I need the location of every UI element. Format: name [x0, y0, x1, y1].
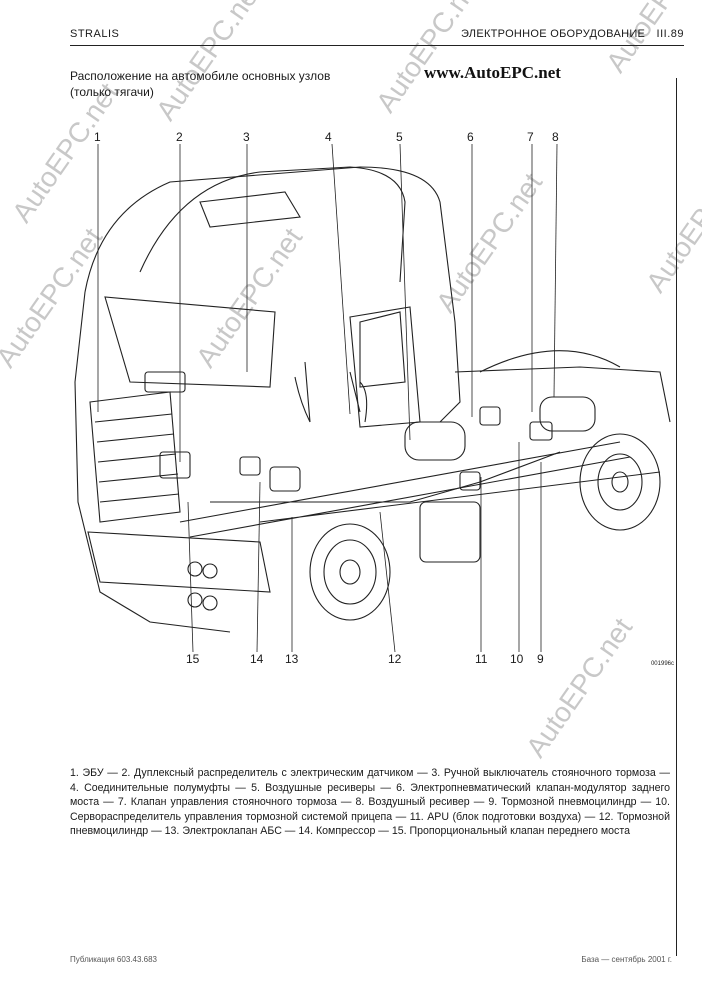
front-wheel — [309, 523, 391, 621]
rear-fender — [454, 366, 671, 423]
header-section: ЭЛЕКТРОННОЕ ОБОРУДОВАНИЕ III.89 — [461, 28, 684, 40]
callout-10: 10 — [510, 652, 524, 666]
callout-9: 9 — [537, 652, 544, 666]
side-window — [359, 311, 406, 388]
callout-4: 4 — [325, 130, 332, 144]
header-rule — [70, 45, 684, 46]
callout-7: 7 — [527, 130, 534, 144]
callout-11: 11 — [475, 652, 488, 666]
roof-hatch — [199, 191, 301, 228]
truck-diagram: 1 2 3 4 5 6 7 8 9 10 11 12 13 14 15 — [74, 130, 671, 666]
callout-6: 6 — [467, 130, 474, 144]
drawing-code: 001996c — [650, 661, 674, 667]
rear-wheel — [579, 433, 661, 531]
watermark: AutoEPC.net — [150, 0, 269, 126]
cab-front — [74, 291, 231, 633]
cab-roof-spoiler — [139, 166, 406, 283]
air-tank — [404, 421, 466, 461]
title-line-2: (только тягачи) — [70, 85, 154, 99]
callout-8: 8 — [552, 130, 559, 144]
footer-publication: Публикация 603.43.683 — [70, 955, 157, 964]
title-line-1: Расположение на автомобиле основных узло… — [70, 69, 331, 83]
header-model: STRALIS — [70, 28, 120, 40]
callout-5: 5 — [396, 130, 403, 144]
watermark: AutoEPC.net — [370, 0, 489, 118]
callout-1: 1 — [94, 130, 101, 144]
chassis-frame — [179, 441, 661, 538]
cab-roof — [84, 166, 461, 423]
callout-15: 15 — [186, 652, 200, 666]
callout-12: 12 — [388, 652, 402, 666]
page-title: Расположение на автомобиле основных узло… — [70, 68, 370, 100]
site-banner: www.AutoEPC.net — [424, 63, 561, 82]
callout-14: 14 — [250, 652, 264, 666]
footer-edition: База — сентябрь 2001 г. — [581, 955, 672, 964]
margin-rule — [676, 78, 677, 956]
callout-13: 13 — [285, 652, 299, 666]
callout-2: 2 — [176, 130, 183, 144]
page-number: III.89 — [656, 28, 684, 40]
windshield — [104, 296, 276, 388]
header-section-title: ЭЛЕКТРОННОЕ ОБОРУДОВАНИЕ — [460, 28, 646, 40]
air-tank — [539, 396, 596, 432]
grille — [89, 391, 181, 523]
callout-3: 3 — [243, 130, 250, 144]
legend-caption: 1. ЭБУ — 2. Дуплексный распределитель с … — [70, 767, 670, 838]
bumper — [87, 531, 271, 593]
fuel-tank — [419, 501, 481, 563]
